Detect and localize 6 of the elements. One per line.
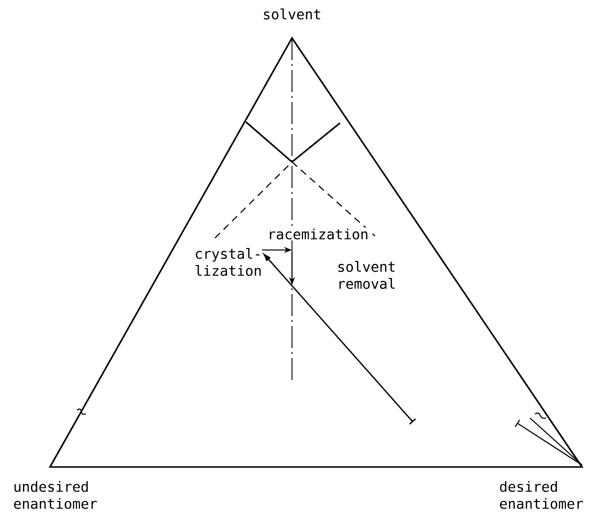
- process-label: racemization: [266, 228, 370, 240]
- vertex-label: desired enantiomer: [500, 481, 583, 509]
- vertex-label: solvent: [264, 8, 320, 20]
- process-label: solvent removal: [338, 261, 395, 289]
- vertex-label: undesired enantiomer: [14, 481, 97, 509]
- process-label: crystal- lization: [196, 248, 261, 276]
